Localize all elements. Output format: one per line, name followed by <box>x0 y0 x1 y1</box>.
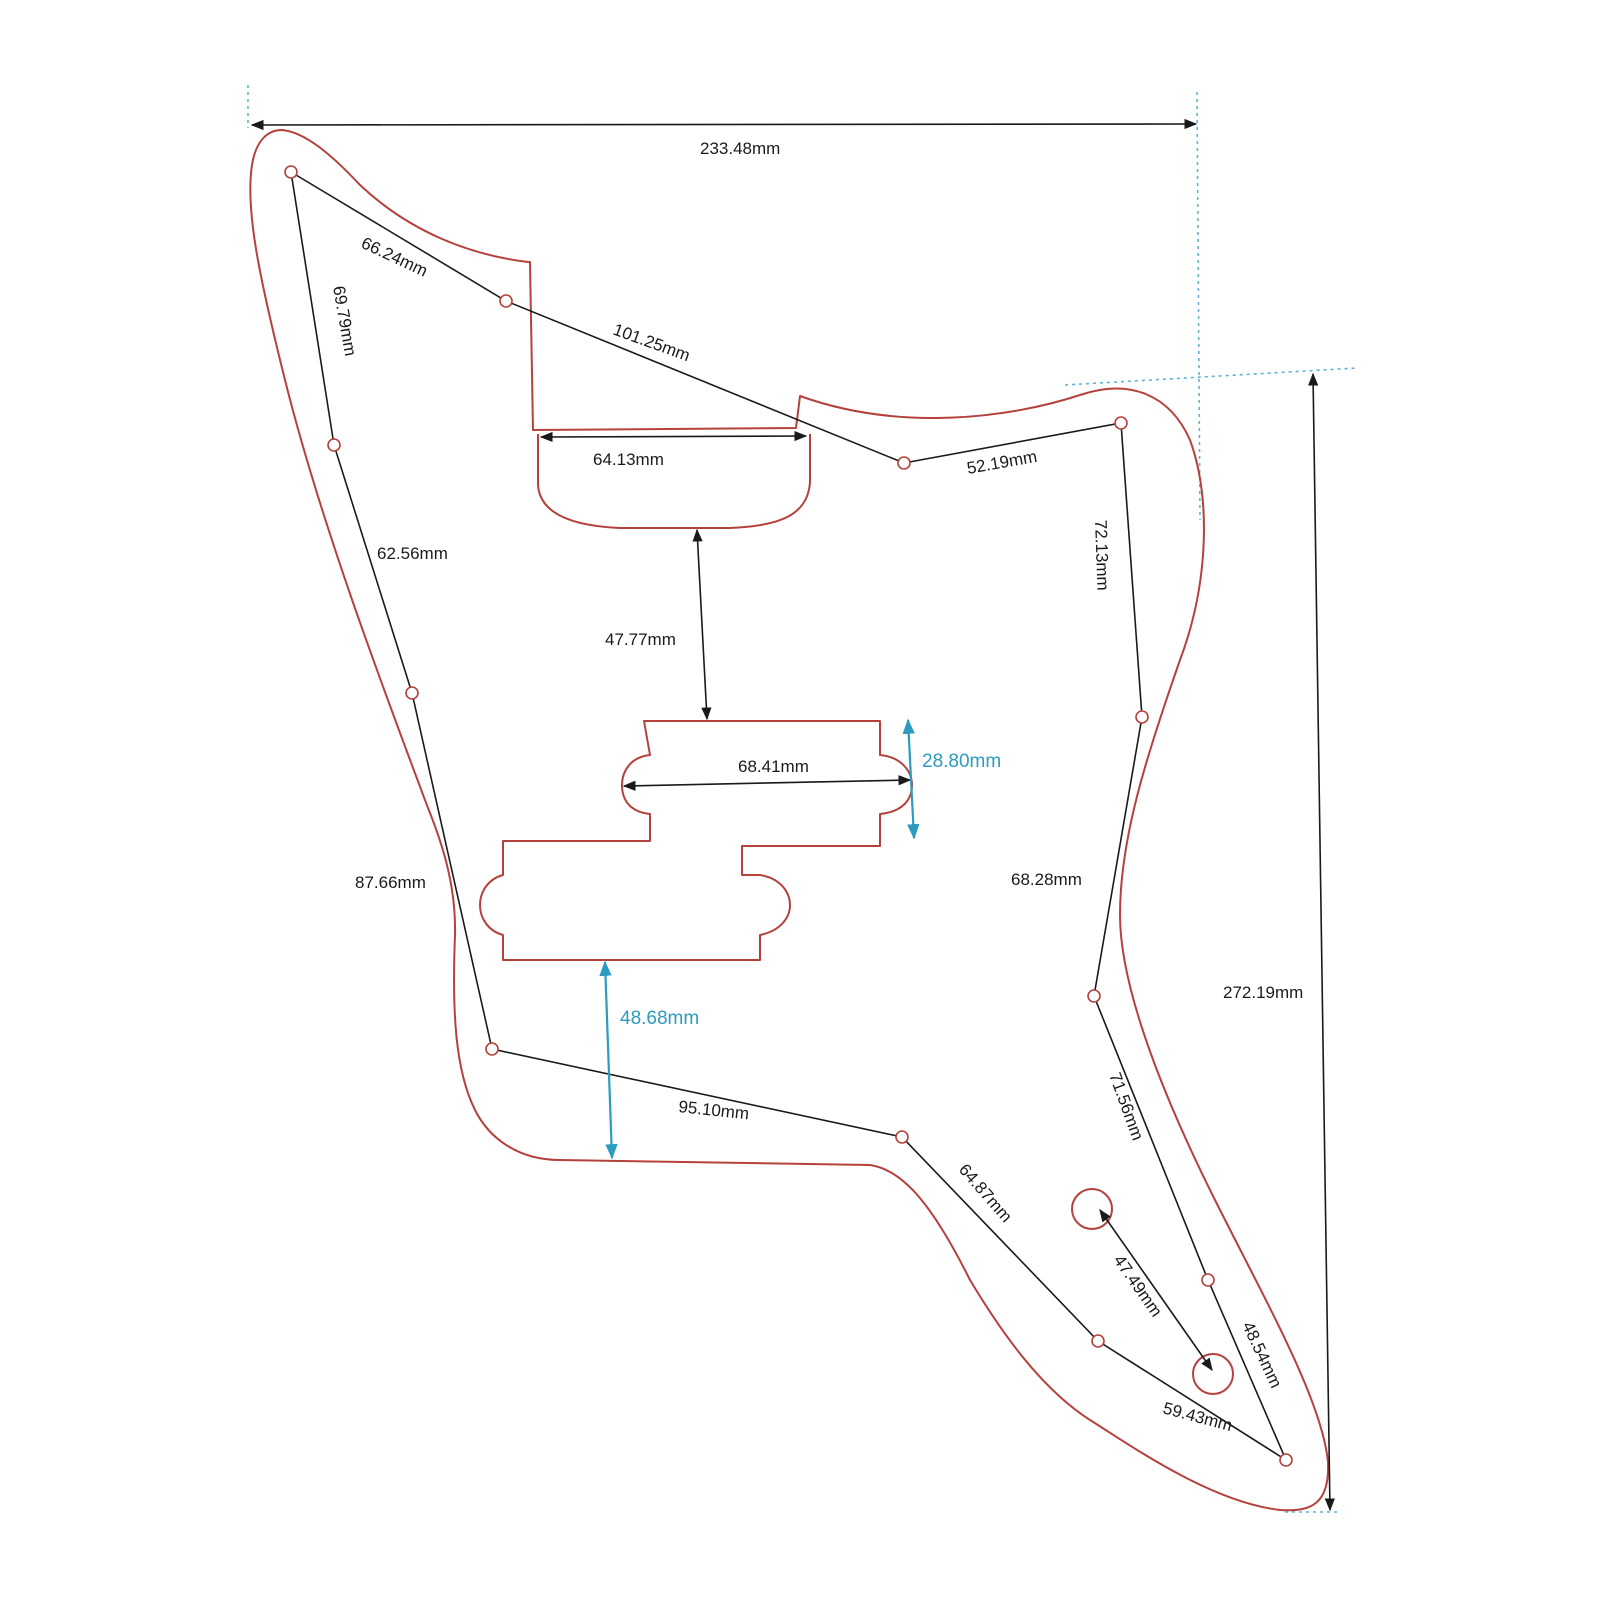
screw-chain <box>290 171 1287 1461</box>
screw-hole <box>1091 1334 1105 1348</box>
overall-width-arrow <box>250 118 1198 131</box>
dimension-arrows <box>250 118 1335 1512</box>
label-top-left-screw-1: 66.24mm <box>358 233 430 280</box>
label-overall-width: 233.48mm <box>700 139 780 158</box>
pickup-height-arrow <box>902 718 920 840</box>
top-screw-chain <box>290 171 905 464</box>
neck-to-pickup-arrow <box>692 528 712 721</box>
guide-right <box>1196 91 1201 521</box>
label-tail-screw-1: 48.54mm <box>1238 1319 1285 1391</box>
label-top-left-screw-2: 101.25mm <box>611 320 693 365</box>
screw-hole <box>1279 1453 1293 1467</box>
right-screw-chain <box>903 422 1287 1461</box>
guide-lines <box>247 85 1358 1513</box>
screw-hole <box>1114 416 1128 430</box>
neck-cutout <box>537 434 811 529</box>
label-pickup-height: 28.80mm <box>922 751 1001 772</box>
label-left-edge-low: 87.66mm <box>355 873 426 892</box>
label-overall-height: 272.19mm <box>1223 983 1303 1002</box>
pickup-cavity <box>479 720 913 961</box>
control-holes-arrow <box>1099 1208 1213 1372</box>
overall-height-arrow <box>1308 372 1335 1512</box>
pickup-length-arrow <box>622 775 912 791</box>
screw-hole <box>1087 989 1101 1003</box>
screw-holes <box>284 165 1293 1467</box>
neck-width-arrow <box>539 430 808 443</box>
label-bottom-screw-2: 64.87mm <box>955 1160 1016 1226</box>
control-hole-upper <box>1071 1188 1113 1230</box>
label-right-edge-mid: 68.28mm <box>1011 870 1082 889</box>
label-pickup-length: 68.41mm <box>738 757 809 776</box>
left-screw-chain <box>290 171 493 1050</box>
screw-hole <box>895 1130 909 1144</box>
screw-hole <box>327 438 341 452</box>
screw-hole <box>284 165 298 179</box>
label-left-edge-top: 69.79mm <box>329 284 360 357</box>
dimension-labels: 233.48mm 272.19mm 66.24mm 101.25mm 52.19… <box>329 139 1303 1435</box>
screw-hole <box>897 456 911 470</box>
pickguard-outline <box>249 129 1330 1512</box>
label-neck-to-pickup: 47.77mm <box>605 630 676 649</box>
control-hole-lower <box>1192 1353 1234 1395</box>
label-neck-cutout-width: 64.13mm <box>593 450 664 469</box>
label-bottom-screw-1: 95.10mm <box>678 1097 750 1123</box>
screw-hole <box>405 686 419 700</box>
screw-hole <box>499 294 513 308</box>
screw-hole <box>1201 1273 1215 1287</box>
bottom-screw-chain <box>491 1048 1287 1461</box>
label-right-edge-top: 72.13mm <box>1091 519 1112 590</box>
screw-hole <box>485 1042 499 1056</box>
label-right-edge-low: 71.56mm <box>1105 1070 1147 1143</box>
label-control-holes: 47.49mm <box>1110 1251 1166 1320</box>
label-top-right-screw: 52.19mm <box>965 447 1038 478</box>
label-pickup-to-edge: 48.68mm <box>620 1008 699 1029</box>
label-left-edge-mid: 62.56mm <box>377 544 448 563</box>
screw-hole <box>1135 710 1149 724</box>
pickup-to-edge-arrow <box>599 960 618 1160</box>
